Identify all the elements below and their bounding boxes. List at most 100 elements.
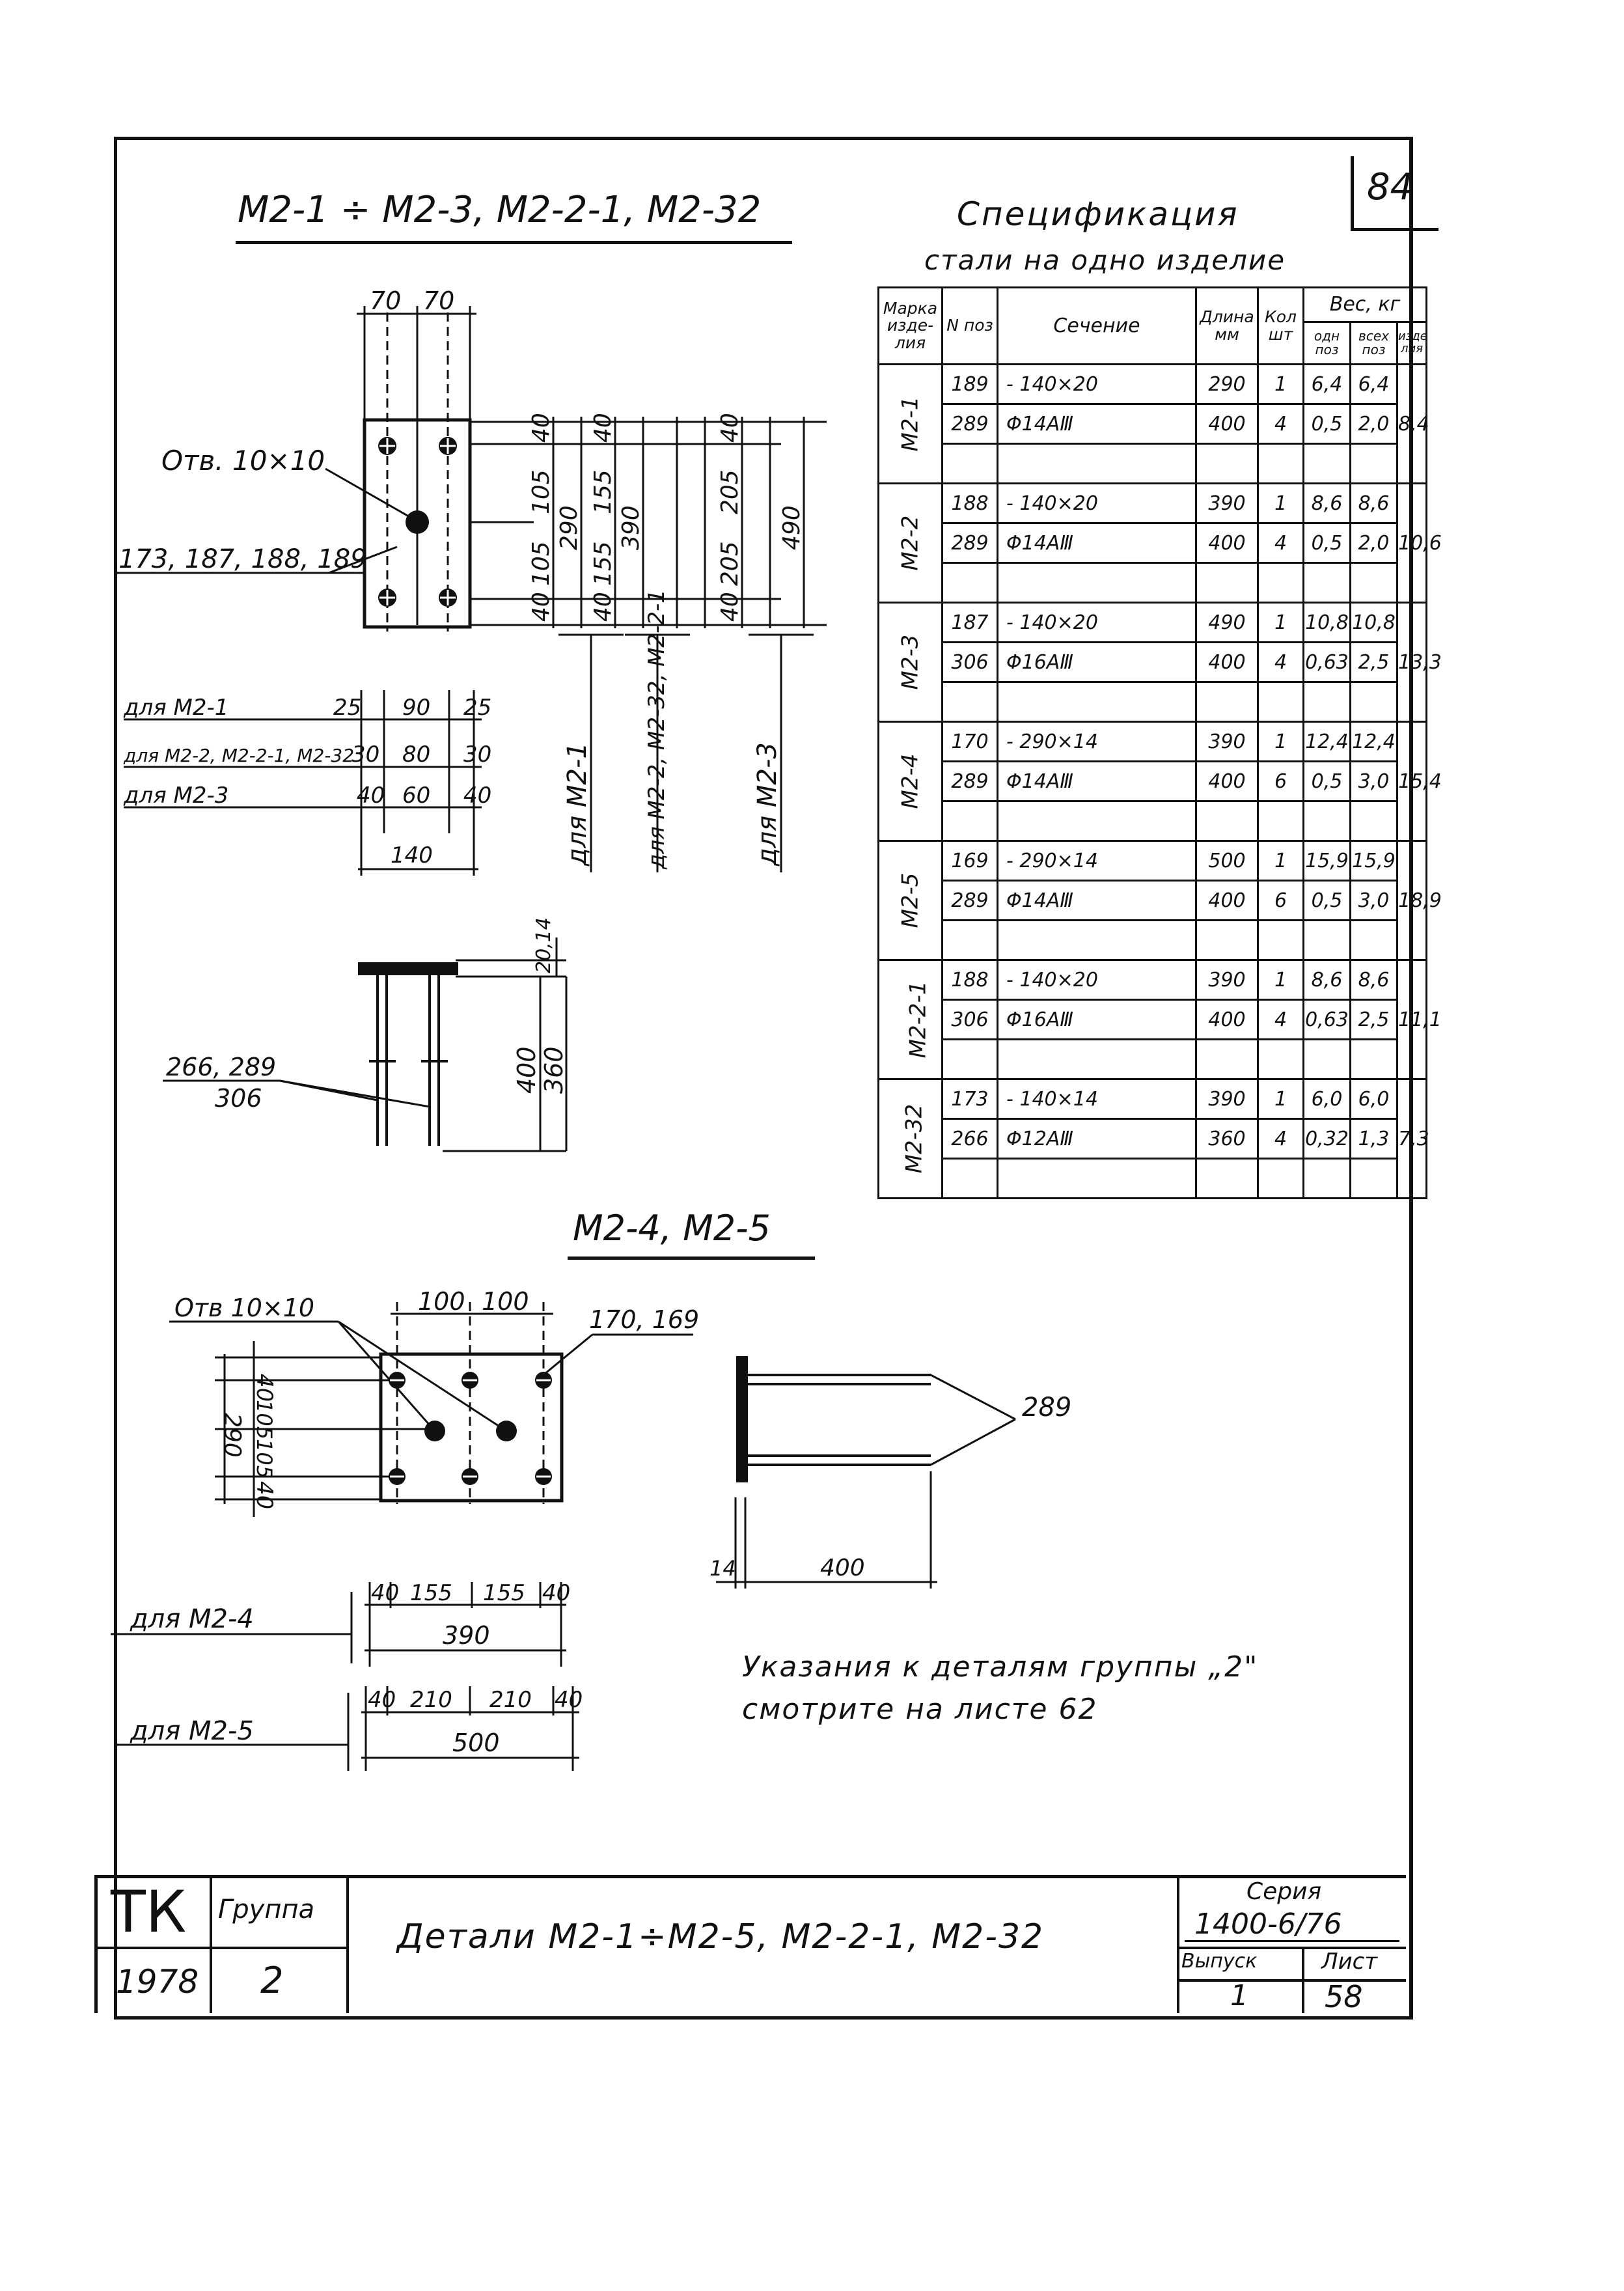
d1-positions: 173, 187, 188, 189 (118, 544, 367, 574)
spec-cell-section: - 140×20 (997, 482, 1197, 524)
spec-cell-w-all: 15,9 (1349, 840, 1398, 882)
spec-cell-count (1257, 800, 1304, 842)
title-group-a-underline (236, 241, 792, 244)
spec-cell-pos: 289 (941, 403, 998, 445)
spec-cell-w-all: 10,8 (1349, 602, 1398, 643)
d1-r3-c: 40 (463, 783, 491, 809)
spec-cell-w-one: 10,8 (1302, 602, 1351, 643)
spec-cell-w-one: 0,63 (1302, 641, 1351, 683)
tb-sheet-label: Лист (1321, 1949, 1378, 1975)
tb-issue-label: Выпуск (1181, 1950, 1258, 1973)
spec-cell-pos: 170 (941, 721, 998, 762)
spec-cell-pos: 189 (941, 363, 998, 405)
d3-m25-c: 210 (489, 1687, 532, 1713)
spec-cell-count: 1 (1257, 1078, 1304, 1120)
spec-title: Спецификация (957, 195, 1239, 233)
d3-hole-label: Отв 10×10 (174, 1294, 314, 1322)
d3-top-dim-b: 100 (482, 1287, 529, 1316)
spec-cell-w-all: 2,0 (1349, 403, 1398, 445)
spec-cell-count: 6 (1257, 760, 1304, 802)
spec-cell-section: - 140×20 (997, 363, 1197, 405)
spec-cell-count: 4 (1257, 999, 1304, 1040)
spec-cell-length: 400 (1195, 641, 1259, 683)
tb-org: ТК (111, 1878, 187, 1945)
d3-top-dim-a: 100 (418, 1287, 465, 1316)
spec-cell-pos (941, 681, 998, 723)
d3-v-105b: 105 (252, 1439, 277, 1479)
spec-mark: M2-32 (877, 1078, 943, 1199)
spec-cell-w-all: 1,3 (1349, 1118, 1398, 1159)
tb-right-hline (1177, 1947, 1406, 1949)
spec-cell-section: - 140×20 (997, 959, 1197, 1001)
spec-cell-length (1195, 800, 1259, 842)
spec-cell-section: Φ14AⅢ (997, 522, 1197, 564)
spec-cell-w-one (1302, 562, 1351, 604)
spec-cell-pos: 289 (941, 522, 998, 564)
spec-cell-count: 1 (1257, 721, 1304, 762)
spec-w-item: 15,4 (1396, 721, 1442, 842)
d1-v205-40b: 40 (717, 592, 743, 622)
spec-cell-pos (941, 443, 998, 484)
spec-cell-w-all: 2,0 (1349, 522, 1398, 564)
spec-cell-length: 390 (1195, 1078, 1259, 1120)
tb-col3-line (1177, 1875, 1179, 2013)
spec-w-item: 7,3 (1396, 1078, 1429, 1199)
d1-v155-40a: 40 (590, 413, 616, 443)
spec-cell-count (1257, 1038, 1304, 1080)
d2-label-b: 306 (215, 1084, 262, 1113)
d4-dim-14: 14 (709, 1556, 736, 1581)
th-weight: Вес, кг (1302, 286, 1428, 323)
spec-cell-pos: 169 (941, 840, 998, 882)
d1-v-40a: 40 (528, 413, 555, 443)
spec-mark: M2-4 (877, 721, 943, 842)
tb-right-vline (1302, 1947, 1304, 2013)
title-group-b: M2-4, M2-5 (573, 1208, 771, 1249)
tb-col2-line (346, 1875, 349, 2013)
d1-r2-c: 30 (463, 742, 491, 768)
spec-cell-section: - 140×20 (997, 602, 1197, 643)
spec-cell-pos: 306 (941, 999, 998, 1040)
spec-cell-count: 4 (1257, 403, 1304, 445)
d1-v155-b: 155 (590, 541, 616, 586)
d1-v155-40b: 40 (590, 592, 616, 622)
spec-cell-pos: 188 (941, 482, 998, 524)
spec-cell-pos (941, 562, 998, 604)
spec-cell-w-all (1349, 562, 1398, 604)
d1-for-m2-3: для M2-3 (752, 742, 782, 867)
spec-cell-pos (941, 800, 998, 842)
th-mark: Марка изде-лия (877, 286, 943, 365)
spec-row (879, 800, 1427, 842)
spec-cell-w-one: 12,4 (1302, 721, 1351, 762)
spec-cell-section (997, 1038, 1197, 1080)
d3-for-m2-5: для M2-5 (130, 1716, 254, 1746)
spec-cell-section: - 290×14 (997, 721, 1197, 762)
spec-cell-count (1257, 1158, 1304, 1199)
spec-cell-count: 1 (1257, 959, 1304, 1001)
spec-cell-count (1257, 919, 1304, 961)
d3-m25-total: 500 (452, 1729, 500, 1757)
spec-row (879, 919, 1427, 961)
spec-cell-count: 1 (1257, 840, 1304, 882)
d3-for-m2-4: для M2-4 (130, 1604, 254, 1634)
th-w-item: изде лия (1396, 321, 1428, 365)
spec-cell-count: 1 (1257, 602, 1304, 643)
spec-cell-length: 400 (1195, 760, 1259, 802)
sheet-number-box (1351, 156, 1438, 231)
spec-cell-count: 4 (1257, 641, 1304, 683)
tb-title: Детали M2-1÷M2-5, M2-2-1, M2-32 (397, 1917, 1045, 1956)
spec-cell-pos: 188 (941, 959, 998, 1001)
d1-row-label-3: для M2-3 (123, 783, 228, 809)
spec-mark: M2-2-1 (877, 959, 943, 1080)
d1-v-105b: 105 (528, 541, 555, 586)
tb-group-label: Группа (218, 1895, 315, 1924)
th-section: Сечение (997, 286, 1197, 365)
spec-cell-section (997, 1158, 1197, 1199)
spec-cell-w-one (1302, 443, 1351, 484)
